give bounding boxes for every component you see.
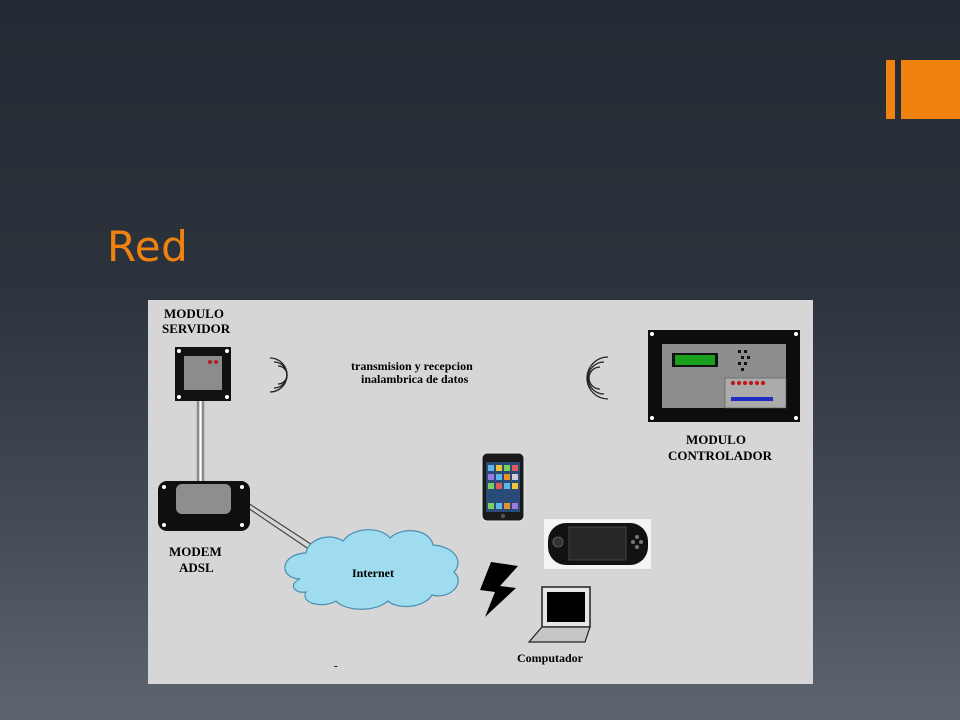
wireless-label-line2: inalambrica de datos	[361, 372, 469, 386]
servidor-label-line1: MODULO	[164, 306, 224, 321]
wireless-waves-icon	[586, 356, 609, 400]
controlador-label-line2: CONTROLADOR	[668, 448, 773, 463]
server-modem-cable	[196, 401, 205, 486]
handheld-console-icon	[544, 519, 651, 569]
accent-bar-block	[901, 60, 960, 119]
modem-internet-cable	[247, 502, 321, 555]
internet-label: Internet	[352, 566, 394, 580]
modem-label-line1: MODEM	[169, 544, 222, 559]
wireless-label-line1: transmision y recepcion	[351, 359, 473, 373]
network-diagram-canvas: MODULO SERVIDOR transmision y recepcion …	[158, 306, 800, 672]
laptop-icon	[527, 586, 591, 643]
computer-label: Computador	[517, 651, 584, 665]
accent-bar-thin	[886, 60, 895, 119]
modem-label-line2: ADSL	[179, 560, 214, 575]
stray-mark: -	[334, 660, 338, 672]
controlador-label-line1: MODULO	[686, 432, 746, 447]
wireless-waves-icon	[269, 357, 288, 393]
lightning-bolt-icon	[480, 562, 518, 617]
internet-cloud-icon	[284, 529, 459, 610]
servidor-label-line2: SERVIDOR	[162, 321, 231, 336]
smartphone-icon	[481, 452, 525, 522]
modem-icon	[158, 481, 250, 531]
controller-module-icon	[648, 330, 800, 422]
server-module-icon	[175, 347, 231, 401]
network-diagram: MODULO SERVIDOR transmision y recepcion …	[148, 300, 813, 684]
slide-title: Red	[107, 222, 189, 271]
